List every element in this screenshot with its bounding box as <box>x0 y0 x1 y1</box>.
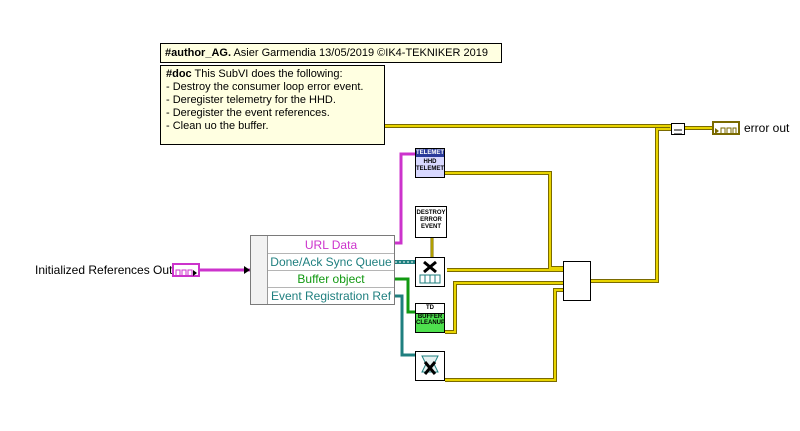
buffer-subvi-body: CLEANUP <box>416 320 446 326</box>
buffer-subvi-header: TD BUFFER <box>416 304 444 320</box>
author-text: Asier Garmendia 13/05/2019 ©IK4-TEKNIKER… <box>231 47 488 59</box>
buffer-cleanup-subvi[interactable]: TD BUFFER CLEANUP <box>415 303 445 333</box>
destroy-subvi-line: EVENT <box>420 224 441 230</box>
error-select-icon <box>674 129 682 135</box>
doc-line: - Destroy the consumer loop error event. <box>166 81 364 93</box>
error-out-terminal[interactable] <box>712 121 740 135</box>
doc-line: - Deregister telemetry for the HHD. <box>166 94 336 106</box>
merge-errors-node[interactable] <box>563 261 591 301</box>
release-queue-icon <box>419 260 441 284</box>
doc-line: - Deregister the event references. <box>166 107 330 119</box>
author-comment: #author_AG. Asier Garmendia 13/05/2019 ©… <box>160 43 502 63</box>
destroy-subvi-line: ERROR <box>420 217 442 223</box>
telemetry-deregister-subvi[interactable]: TELEMET HHD TELEMET <box>415 148 445 178</box>
doc-tag: #doc <box>166 68 192 80</box>
unregister-events-icon <box>421 355 439 375</box>
telemetry-subvi-line: HHD <box>423 159 437 165</box>
unbundle-field-event-registration[interactable]: Event Registration Ref <box>268 288 394 304</box>
telemetry-subvi-header: TELEMET <box>416 149 444 157</box>
unbundle-field-sync-queue[interactable]: Done/Ack Sync Queue <box>268 254 394 271</box>
unregister-events-node[interactable] <box>415 351 445 381</box>
unbundle-field-url-data[interactable]: URL Data <box>268 237 394 254</box>
input-cluster-terminal[interactable] <box>172 263 200 277</box>
error-wire-telemetry <box>445 171 563 270</box>
cluster-icon <box>175 269 197 277</box>
error-select-node[interactable] <box>671 123 685 135</box>
output-terminal-label: error out <box>744 121 790 135</box>
buffer-wire <box>395 277 415 314</box>
error-wire-merge-out <box>591 127 671 283</box>
destroy-error-event-subvi[interactable]: DESTROY ERROR EVENT <box>415 206 447 238</box>
release-queue-node[interactable] <box>415 257 445 287</box>
doc-intro: This SubVI does the following: <box>191 68 343 80</box>
destroy-subvi-line: DESTROY <box>416 210 446 216</box>
unbundle-field-buffer-object[interactable]: Buffer object <box>268 271 394 288</box>
telemetry-subvi-line: TELEMET <box>416 166 444 172</box>
doc-line: - Clean uo the buffer. <box>166 120 269 132</box>
author-tag: #author_AG. <box>165 47 232 59</box>
error-cluster-icon <box>715 127 737 135</box>
error-wire-buffer <box>445 281 563 334</box>
unbundle-by-name-node[interactable]: URL Data Done/Ack Sync Queue Buffer obje… <box>250 235 395 305</box>
unbundle-input-area <box>251 236 268 304</box>
doc-comment: #doc This SubVI does the following: - De… <box>160 65 385 145</box>
telemetry-subvi-body: HHD TELEMET <box>416 157 444 173</box>
input-terminal-label: Initialized References Out <box>35 263 173 277</box>
url-data-wire <box>395 152 415 245</box>
cluster-wire-arrow <box>244 266 250 274</box>
event-reg-wire <box>395 294 415 357</box>
error-wire-unreg <box>445 288 563 382</box>
doc-intro-line: #doc This SubVI does the following: <box>166 68 379 81</box>
